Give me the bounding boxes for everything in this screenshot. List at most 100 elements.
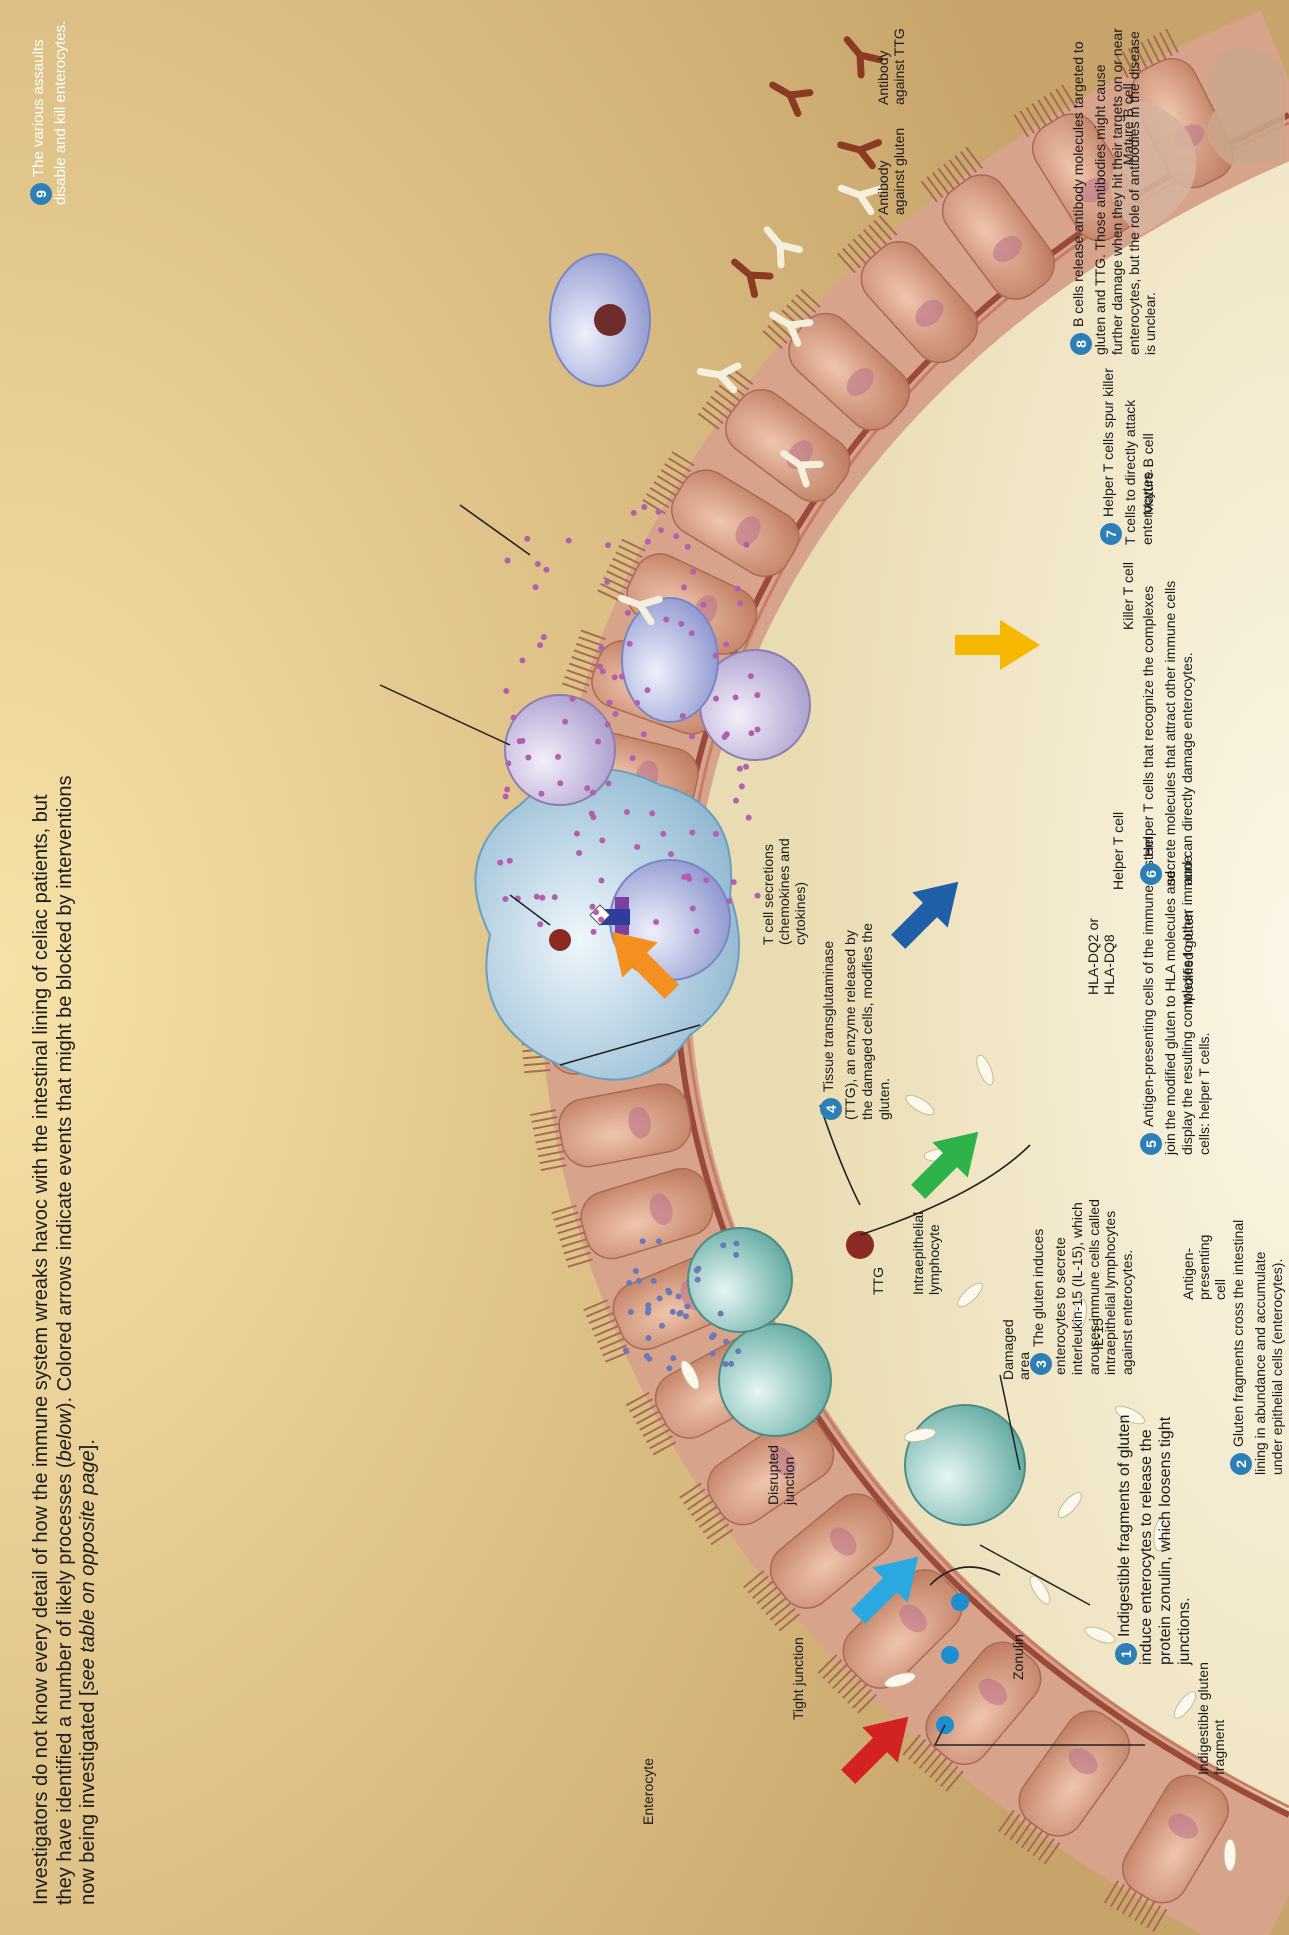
secretion-dot [660, 831, 666, 837]
secretion-dot [576, 850, 582, 856]
secretion-dot [503, 688, 509, 694]
il15-dot [665, 1288, 671, 1294]
secretion-dot [574, 831, 580, 837]
secretion-dot [511, 715, 517, 721]
label-ab-ttg: Antibody against TTG [875, 5, 907, 105]
il15-dot [710, 1350, 716, 1356]
secretion-dot [533, 584, 539, 590]
label-modified-gluten: Modified gluten [1180, 910, 1196, 1005]
secretion-dot [505, 558, 511, 564]
secretion-dot [694, 928, 700, 934]
il15-dot [644, 1353, 650, 1359]
il15-dot [659, 1323, 665, 1329]
secretion-dot [645, 539, 651, 545]
secretion-dot [566, 538, 572, 544]
secretion-dot [612, 711, 618, 717]
secretion-dot [748, 673, 754, 679]
secretion-dot [612, 674, 618, 680]
secretion-dot [555, 754, 561, 760]
secretion-dot [733, 798, 739, 804]
label-damaged-area: Damaged area [1000, 1310, 1032, 1380]
il15-dot [695, 1277, 701, 1283]
secretion-dot [538, 791, 544, 797]
secretion-dot [525, 755, 531, 761]
step-7-badge: 7 [1100, 523, 1122, 545]
secretion-dot [599, 645, 605, 651]
secretion-dot [605, 542, 611, 548]
secretion-dot [735, 586, 741, 592]
secretion-dot [663, 617, 669, 623]
secretion-dot [519, 657, 525, 663]
il15-dot [666, 1365, 672, 1371]
secretion-dot [590, 790, 596, 796]
secretion-dot [746, 815, 752, 821]
step-9-badge: 9 [30, 183, 52, 205]
il15-dot [657, 1295, 663, 1301]
step-2-badge: 2 [1230, 1453, 1252, 1475]
il15-dot [694, 1267, 700, 1273]
gluten-fragment [1224, 1839, 1236, 1871]
step-4-badge: 4 [820, 1098, 842, 1120]
secretion-dot [631, 510, 637, 516]
intraepithelial-lymphocyte-2 [688, 1228, 792, 1332]
step-3-badge: 3 [1030, 1353, 1052, 1375]
label-disrupted-junction: Disrupted junction [765, 1415, 797, 1505]
secretion-dot [539, 895, 545, 901]
secretion-dot [503, 793, 509, 799]
secretion-dot [681, 874, 687, 880]
il15-dot [670, 1309, 676, 1315]
step-1: 1Indigestible fragments of gluten induce… [1115, 1395, 1195, 1665]
secretion-dot [625, 610, 631, 616]
label-ttg: TTG [870, 1267, 886, 1295]
secretion-dot [534, 894, 540, 900]
modified-gluten-ttg [549, 929, 571, 951]
step-3: 3The gluten induces enterocytes to secre… [1030, 1195, 1136, 1375]
secretion-dot [703, 877, 709, 883]
label-intraepithelial: Intraepithelial lymphocyte [910, 1205, 942, 1295]
label-helper-t: Helper T cell [1110, 812, 1126, 890]
secretion-dot [634, 844, 640, 850]
secretion-dot [733, 694, 739, 700]
secretion-dot [589, 811, 595, 817]
secretion-dot [535, 561, 541, 567]
step-6-badge: 6 [1140, 863, 1162, 885]
secretion-dot [595, 739, 601, 745]
secretion-dot [605, 781, 611, 787]
secretion-dot [713, 831, 719, 837]
il15-dot [683, 1313, 689, 1319]
il15-dot [626, 1280, 632, 1286]
il15-dot [722, 1361, 728, 1367]
secretion-dot [599, 837, 605, 843]
secretion-dot [681, 584, 687, 590]
secretion-dot [739, 783, 745, 789]
secretion-dot [689, 830, 695, 836]
secretion-dot [726, 898, 732, 904]
secretion-dot [557, 780, 563, 786]
secretion-dot [502, 896, 508, 902]
secretion-dot [737, 766, 743, 772]
secretion-dot [541, 634, 547, 640]
secretion-dot [593, 909, 599, 915]
secretion-dot [690, 905, 696, 911]
lymphocyte-cell [905, 1405, 1025, 1525]
il15-dot [623, 1347, 629, 1353]
label-enterocyte: Enterocyte [640, 1758, 656, 1825]
secretion-dot [680, 713, 686, 719]
secretion-dot [678, 621, 684, 627]
il15-dot [645, 1306, 651, 1312]
secretion-dot [630, 755, 636, 761]
secretion-dot [731, 879, 737, 885]
secretion-dot [673, 533, 679, 539]
label-tcell-secretions: T cell secretions (chemokines and cytoki… [760, 775, 808, 945]
step-8: 8B cells release antibody molecules targ… [1070, 25, 1159, 355]
intro-text: Investigators do not know every detail o… [30, 775, 101, 1905]
step-9: 9The various assaults disable and kill e… [30, 15, 70, 205]
secretion-dot [748, 730, 754, 736]
secretion-dot [644, 687, 650, 693]
step-4: 4Tissue transglutaminase (TTG), an enzym… [820, 920, 892, 1120]
secretion-dot [505, 760, 511, 766]
killer-t-cell [505, 695, 615, 805]
label-mature-b2: Mature B cell [1120, 83, 1136, 165]
secretion-dot [723, 641, 729, 647]
